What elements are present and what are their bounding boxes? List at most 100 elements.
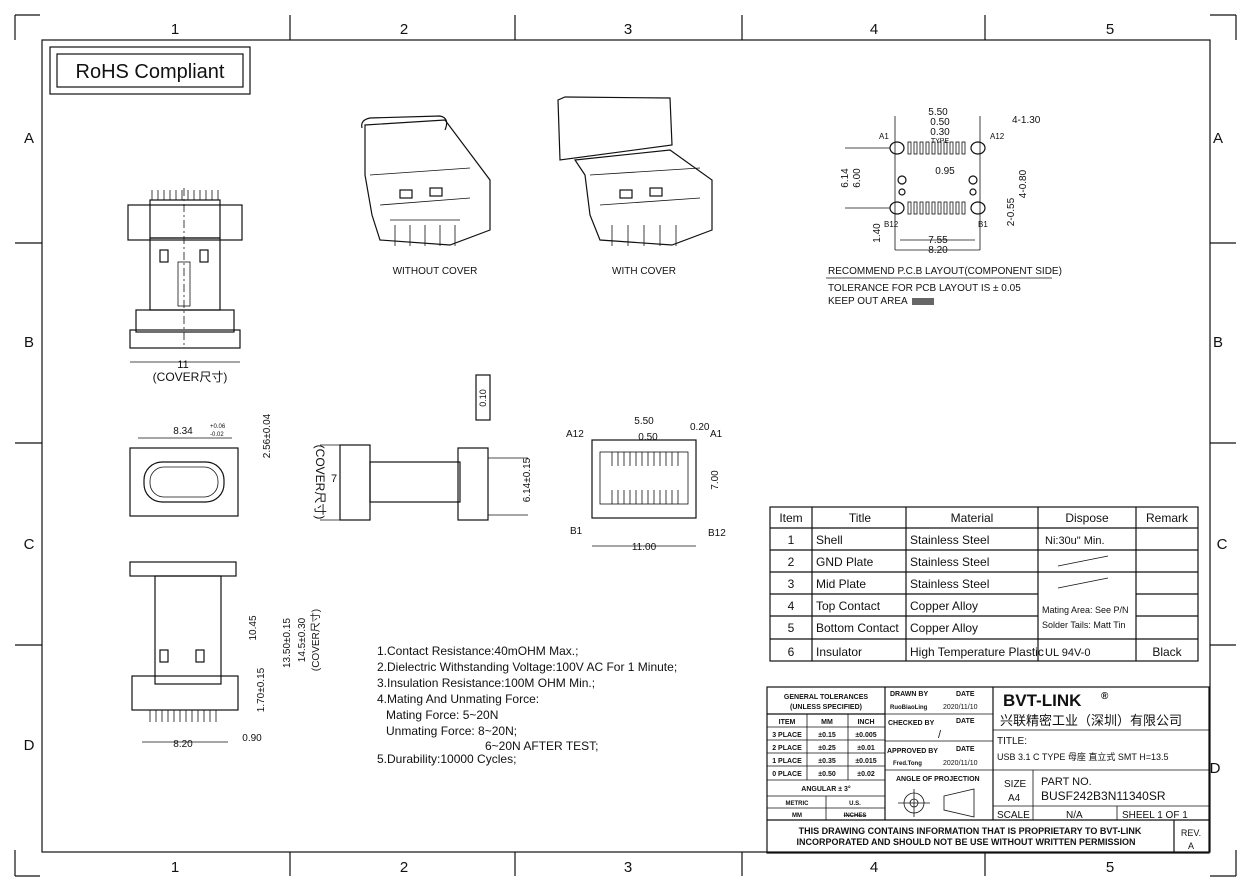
bom-material: Copper Alloy bbox=[910, 621, 978, 635]
bom-title: Insulator bbox=[816, 645, 862, 659]
pcb-b12: B12 bbox=[884, 220, 899, 229]
fp-b12: B12 bbox=[708, 528, 726, 539]
zone-row-c-right: C bbox=[1217, 536, 1228, 553]
bom-title: Mid Plate bbox=[816, 577, 866, 591]
footprint-view: 5.50 0.50 0.20 A12 A1 B1 B12 7.00 11.00 bbox=[566, 416, 726, 553]
tb-tol-header: ITEM bbox=[779, 719, 796, 726]
tb-part-label: PART NO. bbox=[1041, 776, 1092, 788]
tb-tol-cell: ±0.015 bbox=[855, 758, 876, 765]
bom-header-1: Title bbox=[849, 511, 872, 525]
note-3: 3.Insulation Resistance:100M OHM Min.; bbox=[377, 676, 595, 690]
front-view: 11 (COVER尺寸) bbox=[127, 188, 243, 384]
pcb-d755: 7.55 bbox=[928, 235, 948, 246]
tb-company-cn: 兴联精密工业（深圳）有限公司 bbox=[1000, 713, 1182, 728]
projection-symbol bbox=[898, 788, 975, 818]
tb-mm: MM bbox=[792, 813, 802, 819]
zone-col-4: 4 bbox=[870, 21, 878, 38]
fp-550: 5.50 bbox=[634, 416, 654, 427]
sheet-frame bbox=[14, 14, 1237, 877]
zone-col-3: 3 bbox=[624, 21, 632, 38]
tb-part-value: BUSF242B3N11340SR bbox=[1041, 789, 1166, 803]
tb-angular: ANGULAR ± 3° bbox=[801, 785, 851, 793]
tb-tol-cell: ±0.35 bbox=[818, 758, 836, 765]
side-view: (COVER尺寸) 7 0.10 6.14±0.15 bbox=[313, 374, 533, 521]
bom-title: Shell bbox=[816, 533, 843, 547]
label-without-cover: WITHOUT COVER bbox=[393, 266, 478, 277]
pcb-pads-top bbox=[907, 141, 966, 155]
bom-title: GND Plate bbox=[816, 555, 874, 569]
tb-approved-date: 2020/11/10 bbox=[943, 760, 978, 767]
tb-tol-cell: 1 PLACE bbox=[772, 758, 802, 765]
zone-col-5: 5 bbox=[1106, 21, 1114, 38]
dim-cover145: (COVER尺寸) bbox=[309, 609, 322, 671]
pcb-d030: 0.30 bbox=[930, 127, 950, 138]
tb-tol-cell: ±0.01 bbox=[857, 745, 875, 752]
dim-834-up: +0.06 bbox=[210, 424, 226, 430]
title-block: GENERAL TOLERANCES(UNLESS SPECIFIED)ITEM… bbox=[766, 686, 1210, 854]
dim-1350: 13.50±0.15 bbox=[282, 618, 293, 668]
tb-tol-cell: ±0.005 bbox=[855, 732, 876, 739]
tb-size-value: A4 bbox=[1008, 793, 1021, 804]
pcb-d095: 0.95 bbox=[935, 166, 955, 177]
fp-a12: A12 bbox=[566, 429, 584, 440]
tb-tol-cell: ±0.50 bbox=[818, 771, 836, 778]
bom-material: Copper Alloy bbox=[910, 599, 978, 613]
tb-rev-value: A bbox=[1188, 841, 1194, 851]
zone-col-4-bottom: 4 bbox=[870, 859, 878, 876]
pcb-a1: A1 bbox=[879, 132, 889, 141]
tb-tol-cell: ±0.02 bbox=[857, 771, 875, 778]
rohs-badge: RoHS Compliant bbox=[49, 46, 251, 95]
tb-tol-header: MM bbox=[821, 719, 833, 726]
zone-row-d-right: D bbox=[1210, 760, 1221, 777]
tb-approved-name: Fred.Tong bbox=[893, 761, 922, 767]
bom-header-4: Remark bbox=[1146, 511, 1189, 525]
tb-rev-label: REV. bbox=[1181, 828, 1201, 838]
dim-090: 0.90 bbox=[242, 733, 262, 744]
pcb-recommend: RECOMMEND P.C.B LAYOUT(COMPONENT SIDE) bbox=[828, 266, 1062, 277]
bom-item: 5 bbox=[788, 621, 795, 635]
fp-a1: A1 bbox=[710, 429, 723, 440]
tb-notice-1: THIS DRAWING CONTAINS INFORMATION THAT I… bbox=[799, 826, 1142, 836]
dim-834: 8.34 bbox=[173, 426, 193, 437]
dim-1045: 10.45 bbox=[248, 615, 259, 640]
tb-notice-2: INCORPORATED AND SHOULD NOT BE USE WITHO… bbox=[797, 837, 1136, 847]
pcb-d550: 5.50 bbox=[928, 107, 948, 118]
tb-gen-tol-2: (UNLESS SPECIFIED) bbox=[790, 704, 862, 711]
bom-header-0: Item bbox=[779, 511, 802, 525]
fp-020: 0.20 bbox=[690, 422, 710, 433]
bom-material: Stainless Steel bbox=[910, 533, 989, 547]
fp-1100: 11.00 bbox=[632, 542, 657, 553]
bom-dispose-mating: Mating Area: See P/N bbox=[1042, 605, 1129, 615]
tb-tol-cell: 3 PLACE bbox=[772, 732, 802, 739]
zone-row-d: D bbox=[24, 737, 35, 754]
tb-drawn-by: DRAWN BY bbox=[890, 691, 928, 698]
bom-item: 3 bbox=[788, 577, 795, 591]
tb-checked-mark: / bbox=[938, 729, 942, 741]
tb-sheet: SHEEL 1 OF 1 bbox=[1122, 810, 1188, 821]
dim-145: 14.5±0.30 bbox=[297, 617, 308, 662]
bom-dispose: Ni:30u" Min. bbox=[1045, 535, 1105, 547]
bom-title: Top Contact bbox=[816, 599, 881, 613]
fp-050: 0.50 bbox=[638, 432, 658, 443]
tb-inches: INCHES bbox=[844, 813, 867, 819]
zone-labels: 1 2 3 4 5 1 2 3 4 5 A B C D A B C D bbox=[24, 21, 1228, 876]
tb-tol-cell: 2 PLACE bbox=[772, 745, 802, 752]
zone-row-a: A bbox=[24, 130, 34, 147]
zone-col-1: 1 bbox=[171, 21, 179, 38]
tb-metric: METRIC bbox=[786, 801, 810, 807]
bom-title: Bottom Contact bbox=[816, 621, 899, 635]
tb-us: U.S. bbox=[849, 801, 861, 807]
keepout-swatch bbox=[912, 298, 934, 305]
pcb-d050: 0.50 bbox=[930, 117, 950, 128]
pcb-type: TYPE bbox=[931, 138, 950, 145]
pcb-keepout: KEEP OUT AREA bbox=[828, 296, 908, 307]
side-view-tall: 10.45 13.50±0.15 14.5±0.30 (COVER尺寸) 1.7… bbox=[129, 561, 322, 750]
bom-header-3: Dispose bbox=[1065, 511, 1109, 525]
tb-tol-cell: ±0.25 bbox=[818, 745, 836, 752]
tb-scale-label: SCALE bbox=[997, 810, 1030, 821]
tb-title-value: USB 3.1 C TYPE 母座 直立式 SMT H=13.5 bbox=[997, 751, 1168, 762]
note-2: 2.Dielectric Withstanding Voltage:100V A… bbox=[377, 660, 677, 674]
bottom-view: 8.34 +0.06 -0.02 2.56±0.04 bbox=[129, 413, 273, 517]
pcb-d600: 6.00 bbox=[852, 168, 863, 188]
